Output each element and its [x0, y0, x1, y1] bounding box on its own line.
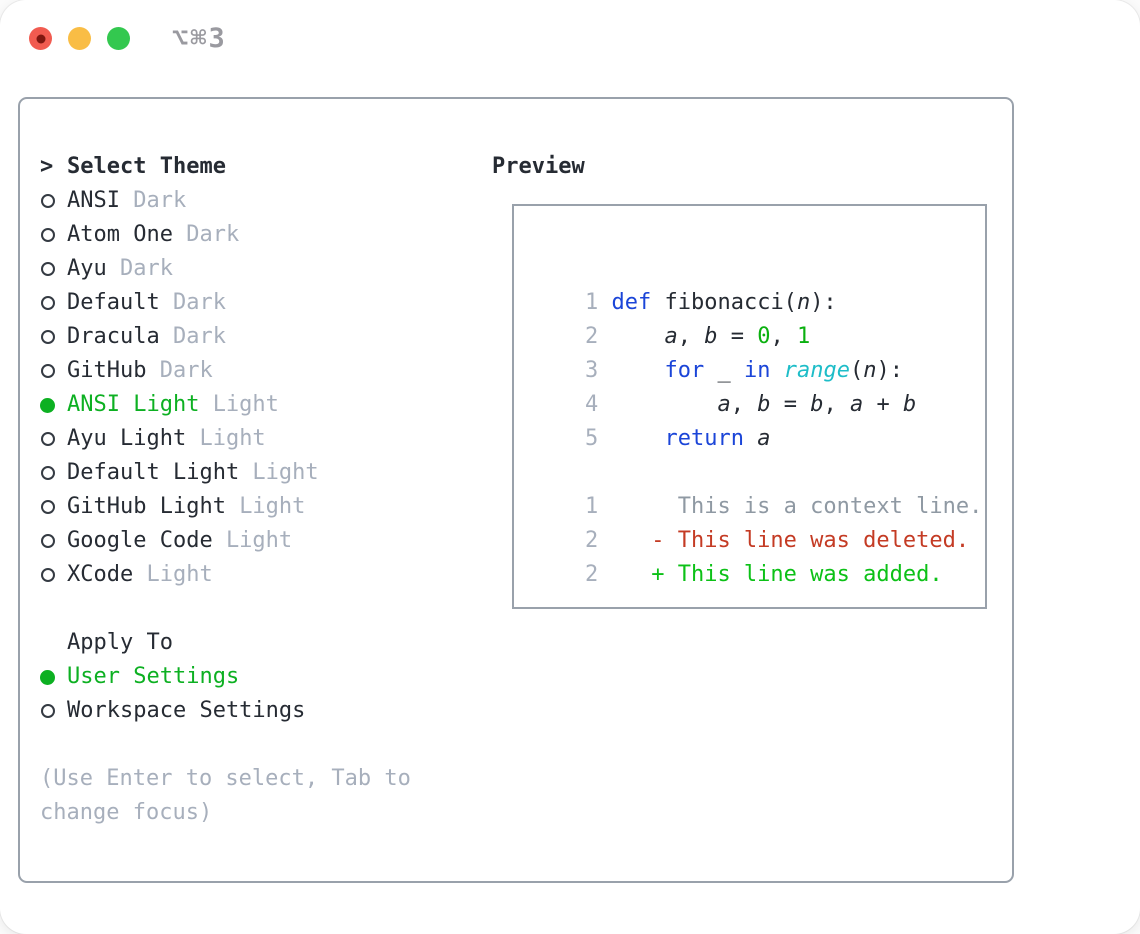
radio-icon	[41, 534, 55, 548]
line-number: 5	[584, 426, 612, 451]
code-line: 1 This is a context line.	[532, 456, 985, 519]
theme-variant-tag: Light	[199, 426, 266, 451]
apply-to-heading: Apply To	[40, 626, 460, 660]
code-content: return a	[664, 426, 771, 451]
theme-item[interactable]: GitHub Dark	[40, 354, 460, 388]
theme-item[interactable]: Default Light Light	[40, 456, 460, 490]
radio-icon	[40, 669, 55, 685]
radio-icon	[41, 432, 55, 446]
theme-variant-tag: Dark	[186, 222, 240, 247]
apply-to-options: User Settings Workspace Settings	[40, 660, 460, 728]
theme-item[interactable]: Google Code Light	[40, 524, 460, 558]
theme-name: Ayu	[67, 256, 107, 281]
theme-name: Default	[67, 290, 160, 315]
theme-item[interactable]: Ayu Dark	[40, 252, 460, 286]
select-theme-label: Select Theme	[67, 154, 226, 179]
radio-icon	[41, 330, 55, 344]
select-theme-heading: > Select Theme	[40, 150, 460, 184]
line-number: 2	[584, 528, 612, 553]
code-content: - This line was deleted.	[611, 528, 970, 553]
theme-name: ANSI	[67, 188, 120, 213]
radio-icon	[41, 194, 55, 208]
radio-icon	[41, 296, 55, 310]
prompt-icon: >	[40, 154, 54, 179]
code-content: a, b = 0, 1	[664, 324, 811, 349]
code-content: def fibonacci(n):	[611, 290, 837, 315]
theme-variant-tag: Light	[252, 460, 319, 485]
code-content: This is a context line.	[611, 494, 983, 519]
theme-item[interactable]: Dracula Dark	[40, 320, 460, 354]
section-gap	[40, 592, 460, 626]
theme-variant-tag: Dark	[172, 324, 226, 349]
code-content: a, b = b, a + b	[717, 392, 917, 417]
theme-item[interactable]: ANSI Dark	[40, 184, 460, 218]
radio-icon	[41, 364, 55, 378]
theme-variant-tag: Light	[239, 494, 306, 519]
preview-code: 1 def fibonacci(n): 2 a, b = 0, 1 3 for …	[532, 252, 985, 587]
code-line: 2 a, b = 0, 1	[532, 286, 985, 349]
theme-name: XCode	[67, 562, 134, 587]
preview-box: 1 def fibonacci(n): 2 a, b = 0, 1 3 for …	[512, 204, 987, 609]
title-bar: ⌥⌘3	[29, 23, 227, 54]
window-title: ⌥⌘3	[172, 23, 227, 54]
keyboard-hint: (Use Enter to select, Tab to change focu…	[40, 766, 411, 825]
theme-list-column: > Select Theme ANSI Dark Atom One Dark A…	[40, 150, 460, 830]
preview-heading: Preview	[492, 154, 585, 179]
radio-icon	[41, 500, 55, 514]
code-line: 2 + This line was added.	[532, 524, 985, 587]
code-content: + This line was added.	[611, 562, 943, 587]
apply-option-label: Workspace Settings	[67, 698, 306, 723]
theme-list: ANSI Dark Atom One Dark Ayu Dark Default…	[40, 184, 460, 592]
theme-name: Dracula	[67, 324, 160, 349]
line-number: 2	[584, 324, 612, 349]
apply-to-label: Apply To	[67, 630, 173, 655]
close-button[interactable]	[29, 27, 52, 50]
radio-icon	[41, 466, 55, 480]
code-line: 4 a, b = b, a + b	[532, 354, 985, 417]
theme-name: Google Code	[67, 528, 213, 553]
code-line: 5 return a	[532, 388, 985, 451]
theme-item[interactable]: GitHub Light Light	[40, 490, 460, 524]
apply-option-label: User Settings	[67, 664, 240, 689]
theme-name: GitHub	[67, 358, 147, 383]
theme-name: Atom One	[67, 222, 173, 247]
code-line: 1 def fibonacci(n):	[532, 252, 985, 315]
theme-variant-tag: Light	[225, 528, 293, 553]
apply-option[interactable]: Workspace Settings	[40, 694, 460, 728]
line-number: 1	[584, 290, 612, 315]
theme-variant-tag: Dark	[159, 358, 213, 383]
radio-icon	[41, 228, 55, 242]
theme-name: ANSI Light	[67, 392, 200, 417]
theme-variant-tag: Dark	[119, 256, 173, 281]
code-content: for _ in range(n):	[664, 358, 903, 383]
theme-name: Ayu Light	[67, 426, 187, 451]
radio-icon	[41, 568, 55, 582]
theme-variant-tag: Light	[212, 392, 279, 417]
theme-variant-tag: Dark	[133, 188, 187, 213]
theme-item[interactable]: Default Dark	[40, 286, 460, 320]
theme-item[interactable]: XCode Light	[40, 558, 460, 592]
apply-option[interactable]: User Settings	[40, 660, 460, 694]
line-number: 2	[584, 562, 612, 587]
line-number	[585, 460, 612, 485]
theme-name: GitHub Light	[67, 494, 226, 519]
code-line: 2 - This line was deleted.	[532, 490, 985, 553]
minimize-button[interactable]	[68, 27, 91, 50]
radio-icon	[41, 704, 55, 718]
line-number: 3	[584, 358, 612, 383]
radio-icon	[41, 262, 55, 276]
line-number: 4	[584, 392, 612, 417]
theme-item[interactable]: Atom One Dark	[40, 218, 460, 252]
theme-item[interactable]: ANSI Light Light	[40, 388, 460, 422]
theme-variant-tag: Dark	[172, 290, 226, 315]
line-number: 1	[584, 494, 612, 519]
section-gap	[40, 728, 460, 762]
theme-name: Default Light	[67, 460, 240, 485]
theme-picker-panel: > Select Theme ANSI Dark Atom One Dark A…	[18, 97, 1014, 883]
radio-icon	[40, 397, 55, 413]
theme-item[interactable]: Ayu Light Light	[40, 422, 460, 456]
code-line: 3 for _ in range(n):	[532, 320, 985, 383]
zoom-button[interactable]	[107, 27, 130, 50]
theme-variant-tag: Light	[146, 562, 213, 587]
